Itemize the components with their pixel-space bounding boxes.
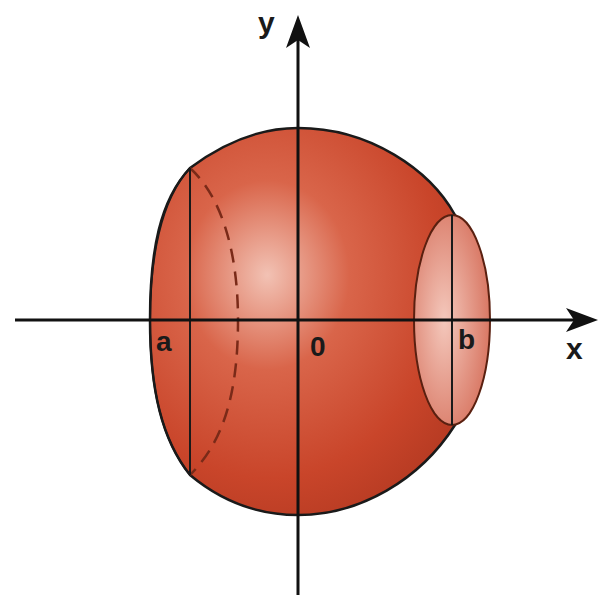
y-axis bbox=[297, 30, 300, 595]
y-arrowhead bbox=[286, 15, 310, 48]
x-arrowhead bbox=[566, 308, 598, 332]
point-label: a bbox=[156, 328, 172, 356]
axis-label: x bbox=[566, 334, 583, 364]
point-label: b bbox=[458, 326, 475, 354]
x-axis bbox=[15, 319, 585, 322]
axis-label: y bbox=[258, 8, 275, 38]
origin-label: 0 bbox=[310, 333, 326, 361]
